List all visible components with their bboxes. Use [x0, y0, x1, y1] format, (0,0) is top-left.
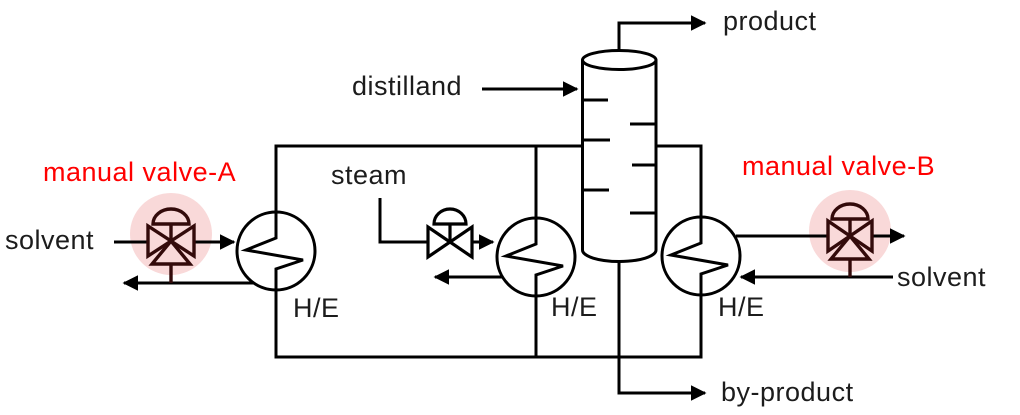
solvent-right-label: solvent [897, 262, 987, 292]
manual-valve-a-label: manual valve-A [43, 157, 237, 187]
solvent-left-label: solvent [5, 225, 95, 255]
product-label: product [723, 6, 817, 36]
by-product-label: by-product [721, 377, 854, 407]
steam-label: steam [331, 160, 408, 190]
manual-valve-b-label: manual valve-B [742, 151, 936, 181]
column-walls [581, 60, 658, 250]
distilland-label: distilland [352, 71, 463, 101]
by-product-pipe [617, 259, 707, 401]
he-left-label: H/E [293, 293, 340, 323]
steam-inlet-pipe [378, 198, 428, 244]
he-middle-label: H/E [551, 292, 598, 322]
steam-valve-icon [426, 207, 474, 261]
column-body-fill [582, 58, 656, 262]
heat-exchanger-right-icon [660, 215, 742, 297]
distillation-column-icon [581, 49, 658, 263]
he-right-label: H/E [718, 292, 765, 322]
column-top-ellipse [581, 49, 658, 71]
heat-exchanger-middle-icon [495, 216, 577, 298]
manual-valve-a-icon [146, 207, 196, 283]
manual-valve-b-icon [826, 202, 874, 277]
product-pipe [617, 15, 707, 57]
heat-exchanger-left-icon [235, 210, 317, 292]
column-bottom-arc [581, 249, 658, 263]
